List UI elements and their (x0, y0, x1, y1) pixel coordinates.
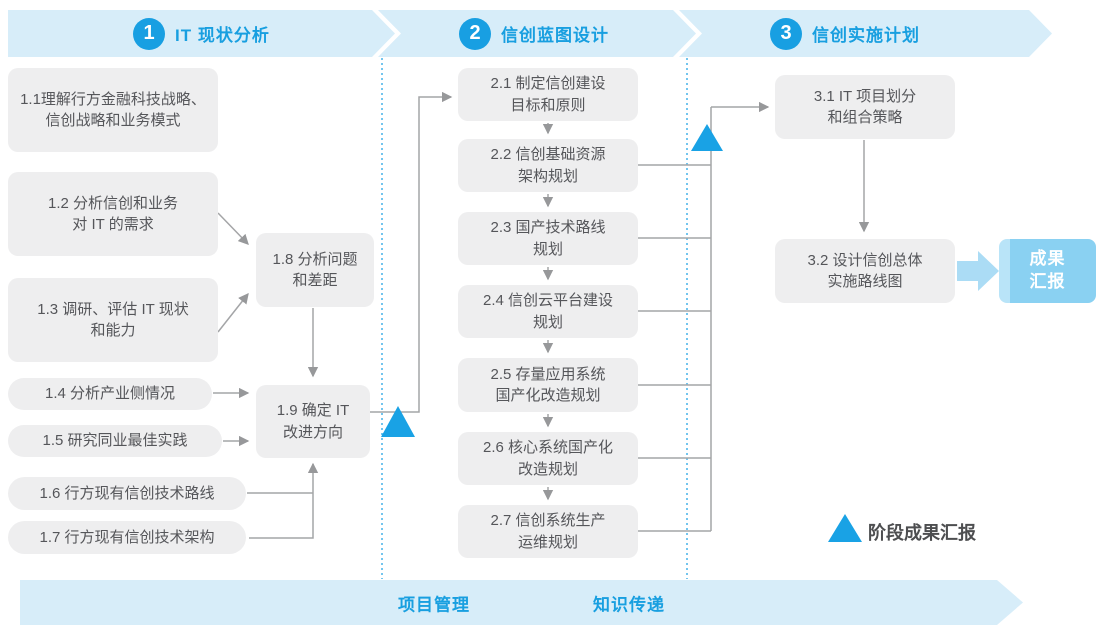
phase-banner-3-content: 3 信创实施计划 (770, 10, 920, 57)
step-box-1-4: 1.4 分析产业侧情况 (8, 378, 212, 410)
legend-label: 阶段成果汇报 (868, 523, 976, 543)
deliverable-label: 成果 (1029, 249, 1066, 269)
step-box-2-6: 2.6 核心系统国产化 改造规划 (458, 432, 638, 485)
step-label: 2.1 制定信创建设 (490, 75, 606, 93)
step-label: 1.4 分析产业侧情况 (44, 385, 176, 403)
step-label: 3.1 IT 项目划分 (813, 87, 917, 105)
step-label: 2.2 信创基础资源 (490, 146, 606, 164)
phase-number-badge: 2 (459, 17, 491, 50)
phase-banner-3: 3 信创实施计划 (679, 10, 1052, 57)
step-label: 和能力 (90, 322, 136, 339)
step-label: 目标和原则 (510, 96, 586, 114)
step-label: 运维规划 (517, 533, 578, 551)
step-box-2-5: 2.5 存量应用系统 国产化改造规划 (458, 358, 638, 412)
step-label: 架构规划 (517, 167, 578, 185)
legend-triangle-icon (828, 514, 862, 542)
footer-label-project-management: 项目管理 (398, 595, 470, 614)
step-label: 和差距 (292, 272, 338, 289)
phase-title: 信创实施计划 (812, 26, 920, 45)
step-label: 1.3 调研、评估 IT 现状 (37, 300, 189, 318)
step-label: 3.2 设计信创总体 (807, 251, 923, 269)
phase-banner-2-content: 2 信创蓝图设计 (459, 10, 609, 57)
footer-banner: 项目管理 知识传递 (20, 580, 1023, 625)
step-box-1-9: 1.9 确定 IT 改进方向 (256, 385, 370, 458)
step-box-1-6: 1.6 行方现有信创技术路线 (8, 477, 246, 510)
phase-number-badge: 3 (770, 17, 802, 50)
step-label: 2.4 信创云平台建设 (482, 292, 614, 310)
phase-banner-2: 2 信创蓝图设计 (378, 10, 696, 57)
deliverable-box: 成果 汇报 (999, 239, 1096, 303)
step-label: 1.1理解行方金融科技战略、 (20, 90, 206, 108)
step-label: 1.7 行方现有信创技术架构 (39, 528, 215, 546)
step-box-2-2: 2.2 信创基础资源 架构规划 (458, 139, 638, 192)
step-label: 和组合策略 (827, 109, 903, 126)
step-label: 改进方向 (282, 423, 343, 441)
step-label: 2.7 信创系统生产 (490, 512, 606, 530)
step-label: 规划 (532, 313, 563, 331)
step-box-2-7: 2.7 信创系统生产 运维规划 (458, 505, 638, 558)
step-box-1-7: 1.7 行方现有信创技术架构 (8, 521, 246, 554)
milestone-triangle-icon (381, 406, 415, 437)
flow-arrow-icon (957, 251, 999, 291)
phase-banner-1-content: 1 IT 现状分析 (133, 10, 270, 57)
step-box-3-1: 3.1 IT 项目划分 和组合策略 (775, 75, 955, 139)
deliverable-label: 汇报 (1029, 272, 1066, 291)
step-label: 规划 (532, 240, 563, 258)
step-label: 2.5 存量应用系统 (490, 365, 606, 383)
step-box-2-3: 2.3 国产技术路线 规划 (458, 212, 638, 265)
phase-title: 信创蓝图设计 (501, 26, 609, 45)
step-box-1-5: 1.5 研究同业最佳实践 (8, 425, 222, 457)
step-box-2-4: 2.4 信创云平台建设 规划 (458, 285, 638, 338)
step-label: 1.8 分析问题 (272, 250, 358, 268)
step-box-1-1: 1.1理解行方金融科技战略、 信创战略和业务模式 (8, 68, 218, 152)
step-label: 信创战略和业务模式 (45, 112, 181, 129)
step-label: 改造规划 (517, 460, 578, 478)
step-label: 1.5 研究同业最佳实践 (42, 432, 188, 450)
step-box-1-2: 1.2 分析信创和业务 对 IT 的需求 (8, 172, 218, 256)
step-label: 1.2 分析信创和业务 (47, 194, 179, 212)
step-label: 对 IT 的需求 (72, 216, 154, 233)
phase-title: IT 现状分析 (175, 26, 270, 45)
step-label: 实施路线图 (827, 273, 903, 290)
step-box-3-2: 3.2 设计信创总体 实施路线图 (775, 239, 955, 303)
step-box-1-8: 1.8 分析问题 和差距 (256, 233, 374, 307)
step-label: 2.6 核心系统国产化 (482, 439, 614, 457)
footer-label-knowledge-transfer: 知识传递 (593, 595, 665, 614)
step-label: 1.6 行方现有信创技术路线 (39, 484, 215, 502)
step-label: 2.3 国产技术路线 (490, 219, 606, 237)
step-label: 国产化改造规划 (495, 387, 601, 404)
phase-banner-1: 1 IT 现状分析 (8, 10, 395, 57)
step-box-2-1: 2.1 制定信创建设 目标和原则 (458, 68, 638, 121)
milestone-triangle-icon (691, 124, 723, 151)
phase-number-badge: 1 (133, 17, 165, 50)
step-box-1-3: 1.3 调研、评估 IT 现状 和能力 (8, 278, 218, 362)
step-label: 1.9 确定 IT (276, 402, 350, 420)
